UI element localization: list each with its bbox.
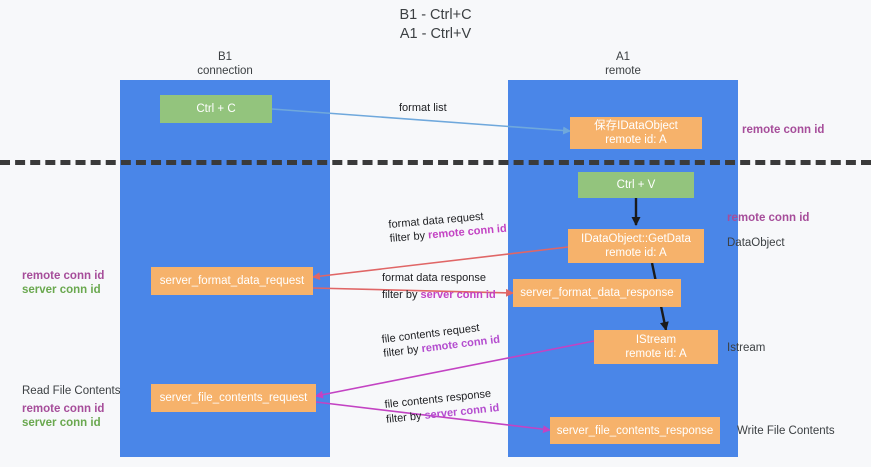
left-label-remote-conn-id-2: remote conn id xyxy=(22,403,105,415)
left-label-server-conn-id-2: server conn id xyxy=(22,417,101,429)
edge-label-file-contents-response: file contents response filter by server … xyxy=(384,387,500,426)
node-server-format-data-request[interactable]: server_format_data_request xyxy=(151,267,313,295)
edge-label-format-data-response: format data response filter by server co… xyxy=(382,272,496,301)
edge-label-format-list-line1: format list xyxy=(399,102,447,114)
node-istream[interactable]: IStream remote id: A xyxy=(594,330,718,364)
edge-label-fdreq-filter-prefix: filter by xyxy=(389,229,429,245)
node-idataobject[interactable]: 保存IDataObject remote id: A xyxy=(570,117,702,149)
node-server-file-contents-request[interactable]: server_file_contents_request xyxy=(151,384,316,412)
node-ctrl-v[interactable]: Ctrl + V xyxy=(578,172,694,198)
node-server-file-contents-response[interactable]: server_file_contents_response xyxy=(550,417,720,444)
left-label-remote-conn-id: remote conn id xyxy=(22,270,105,282)
left-label-server-conn-id: server conn id xyxy=(22,284,101,296)
edge-label-file-contents-request: file contents request filter by remote c… xyxy=(381,320,501,360)
edge-label-format-list: format list xyxy=(399,102,447,114)
edge-label-format-data-request: format data request filter by remote con… xyxy=(388,209,507,245)
right-label-write-file-contents: Write File Contents xyxy=(737,425,835,437)
left-label-read-file-contents: Read File Contents xyxy=(22,385,121,397)
node-getdata[interactable]: IDataObject::GetData remote id: A xyxy=(568,229,704,263)
column-header-a1: A1 remote xyxy=(605,51,641,77)
column-header-b1: B1 connection xyxy=(197,51,253,77)
page-title: B1 - Ctrl+C A1 - Ctrl+V xyxy=(399,7,472,42)
edge-label-fdresp-line1: format data response xyxy=(382,272,486,284)
right-label-remote-conn-id-mid: remote conn id xyxy=(727,212,810,224)
edge-label-fcresp-filter-prefix: filter by xyxy=(385,409,426,426)
edge-label-fdresp-filter-value: server conn id xyxy=(420,289,496,301)
edge-label-fcreq-filter-prefix: filter by xyxy=(382,343,423,360)
right-label-istream: Istream xyxy=(727,342,766,354)
right-label-dataobject: DataObject xyxy=(727,237,785,249)
right-label-remote-conn-id-top: remote conn id xyxy=(742,124,825,136)
node-ctrl-c[interactable]: Ctrl + C xyxy=(160,95,272,123)
edge-label-fdresp-filter-prefix: filter by xyxy=(382,289,421,301)
node-server-format-data-response[interactable]: server_format_data_response xyxy=(513,279,681,307)
phase-divider xyxy=(0,160,871,165)
edge-label-fdresp-line2: filter by server conn id xyxy=(382,289,496,301)
